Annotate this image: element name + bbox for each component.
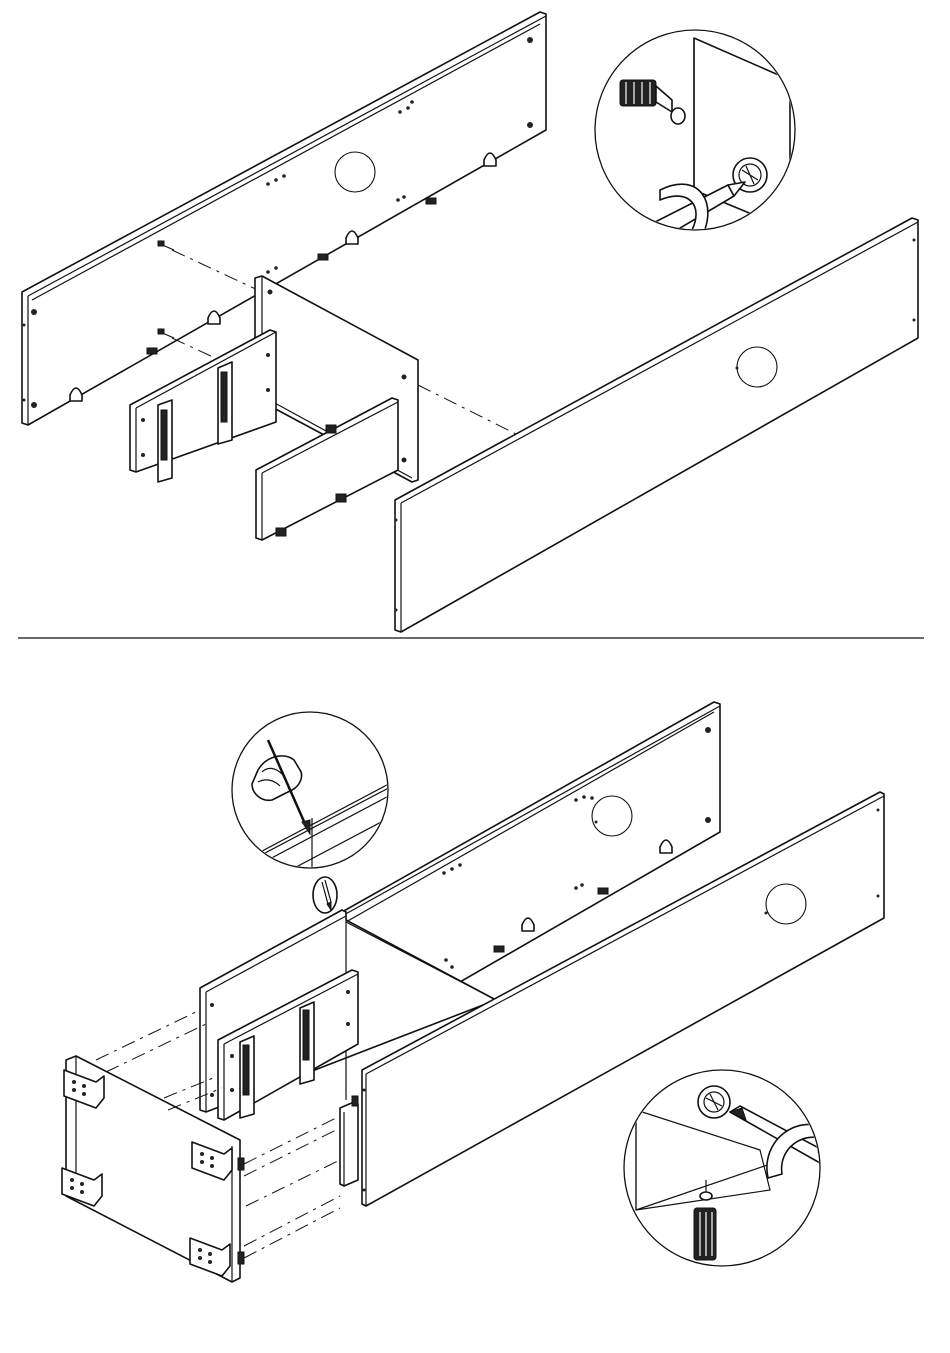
cam-hole-circle (335, 152, 375, 192)
step-bottom (62, 702, 884, 1282)
cam-hole-circle (592, 796, 632, 836)
pencil-mark-detail (230, 712, 400, 902)
cam-hole-circle (737, 347, 777, 387)
cam-lock-screwdriver-detail-bottom (624, 1070, 876, 1266)
cam-lock-icon (698, 1086, 730, 1118)
connector-rail-bottom (340, 1096, 358, 1186)
step-top (22, 12, 918, 632)
pencil-icon (313, 877, 337, 913)
cam-lock-screwdriver-detail (594, 30, 795, 280)
cam-hole-circle (766, 884, 806, 924)
front-panel-top (395, 218, 919, 632)
